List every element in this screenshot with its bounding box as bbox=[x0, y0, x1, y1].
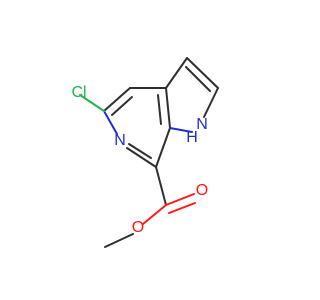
atom-labels: Cl N N H O O bbox=[71, 84, 208, 236]
bond-ester-carbon-carbonyl-oxygen bbox=[165, 193, 195, 206]
carbonyl-oxygen-label: O bbox=[196, 182, 208, 199]
bond-c3-c2 bbox=[186, 57, 219, 89]
pyrrole-nitrogen-label: N bbox=[196, 116, 208, 133]
pyrrole-hydrogen-label: H bbox=[186, 129, 198, 146]
bond-ester-carbon-carbonyl-oxygen-double bbox=[168, 202, 196, 214]
bond-c7-ester-carbon bbox=[155, 166, 167, 206]
bond-c3a-c7a bbox=[165, 87, 171, 129]
bond-c3-c2-double bbox=[185, 66, 211, 92]
bond-c3a-c7a-double bbox=[157, 94, 162, 125]
chlorine-label: Cl bbox=[71, 84, 86, 101]
bond-ester-carbon-ester-oxygen bbox=[142, 204, 167, 225]
bond-c5-c4 bbox=[103, 87, 131, 112]
pyridine-nitrogen-label: N bbox=[114, 132, 126, 149]
bond-c5-c4-double bbox=[111, 96, 133, 116]
bond-n1-c7a bbox=[169, 127, 193, 133]
ester-oxygen-label: O bbox=[132, 219, 144, 236]
bond-ester-oxygen-methyl bbox=[104, 233, 134, 248]
bond-c5-cl bbox=[79, 94, 105, 112]
bond-c7-n6-double bbox=[128, 143, 152, 159]
bond-c2-n1 bbox=[203, 87, 219, 118]
chemical-structure: Cl N N H O O bbox=[71, 57, 219, 248]
bond-n6-c5 bbox=[103, 110, 118, 135]
bond-c3a-c3 bbox=[165, 57, 188, 89]
bond-c7-n6 bbox=[126, 147, 157, 168]
bond-c7a-c7 bbox=[155, 127, 171, 168]
bonds bbox=[79, 57, 219, 248]
